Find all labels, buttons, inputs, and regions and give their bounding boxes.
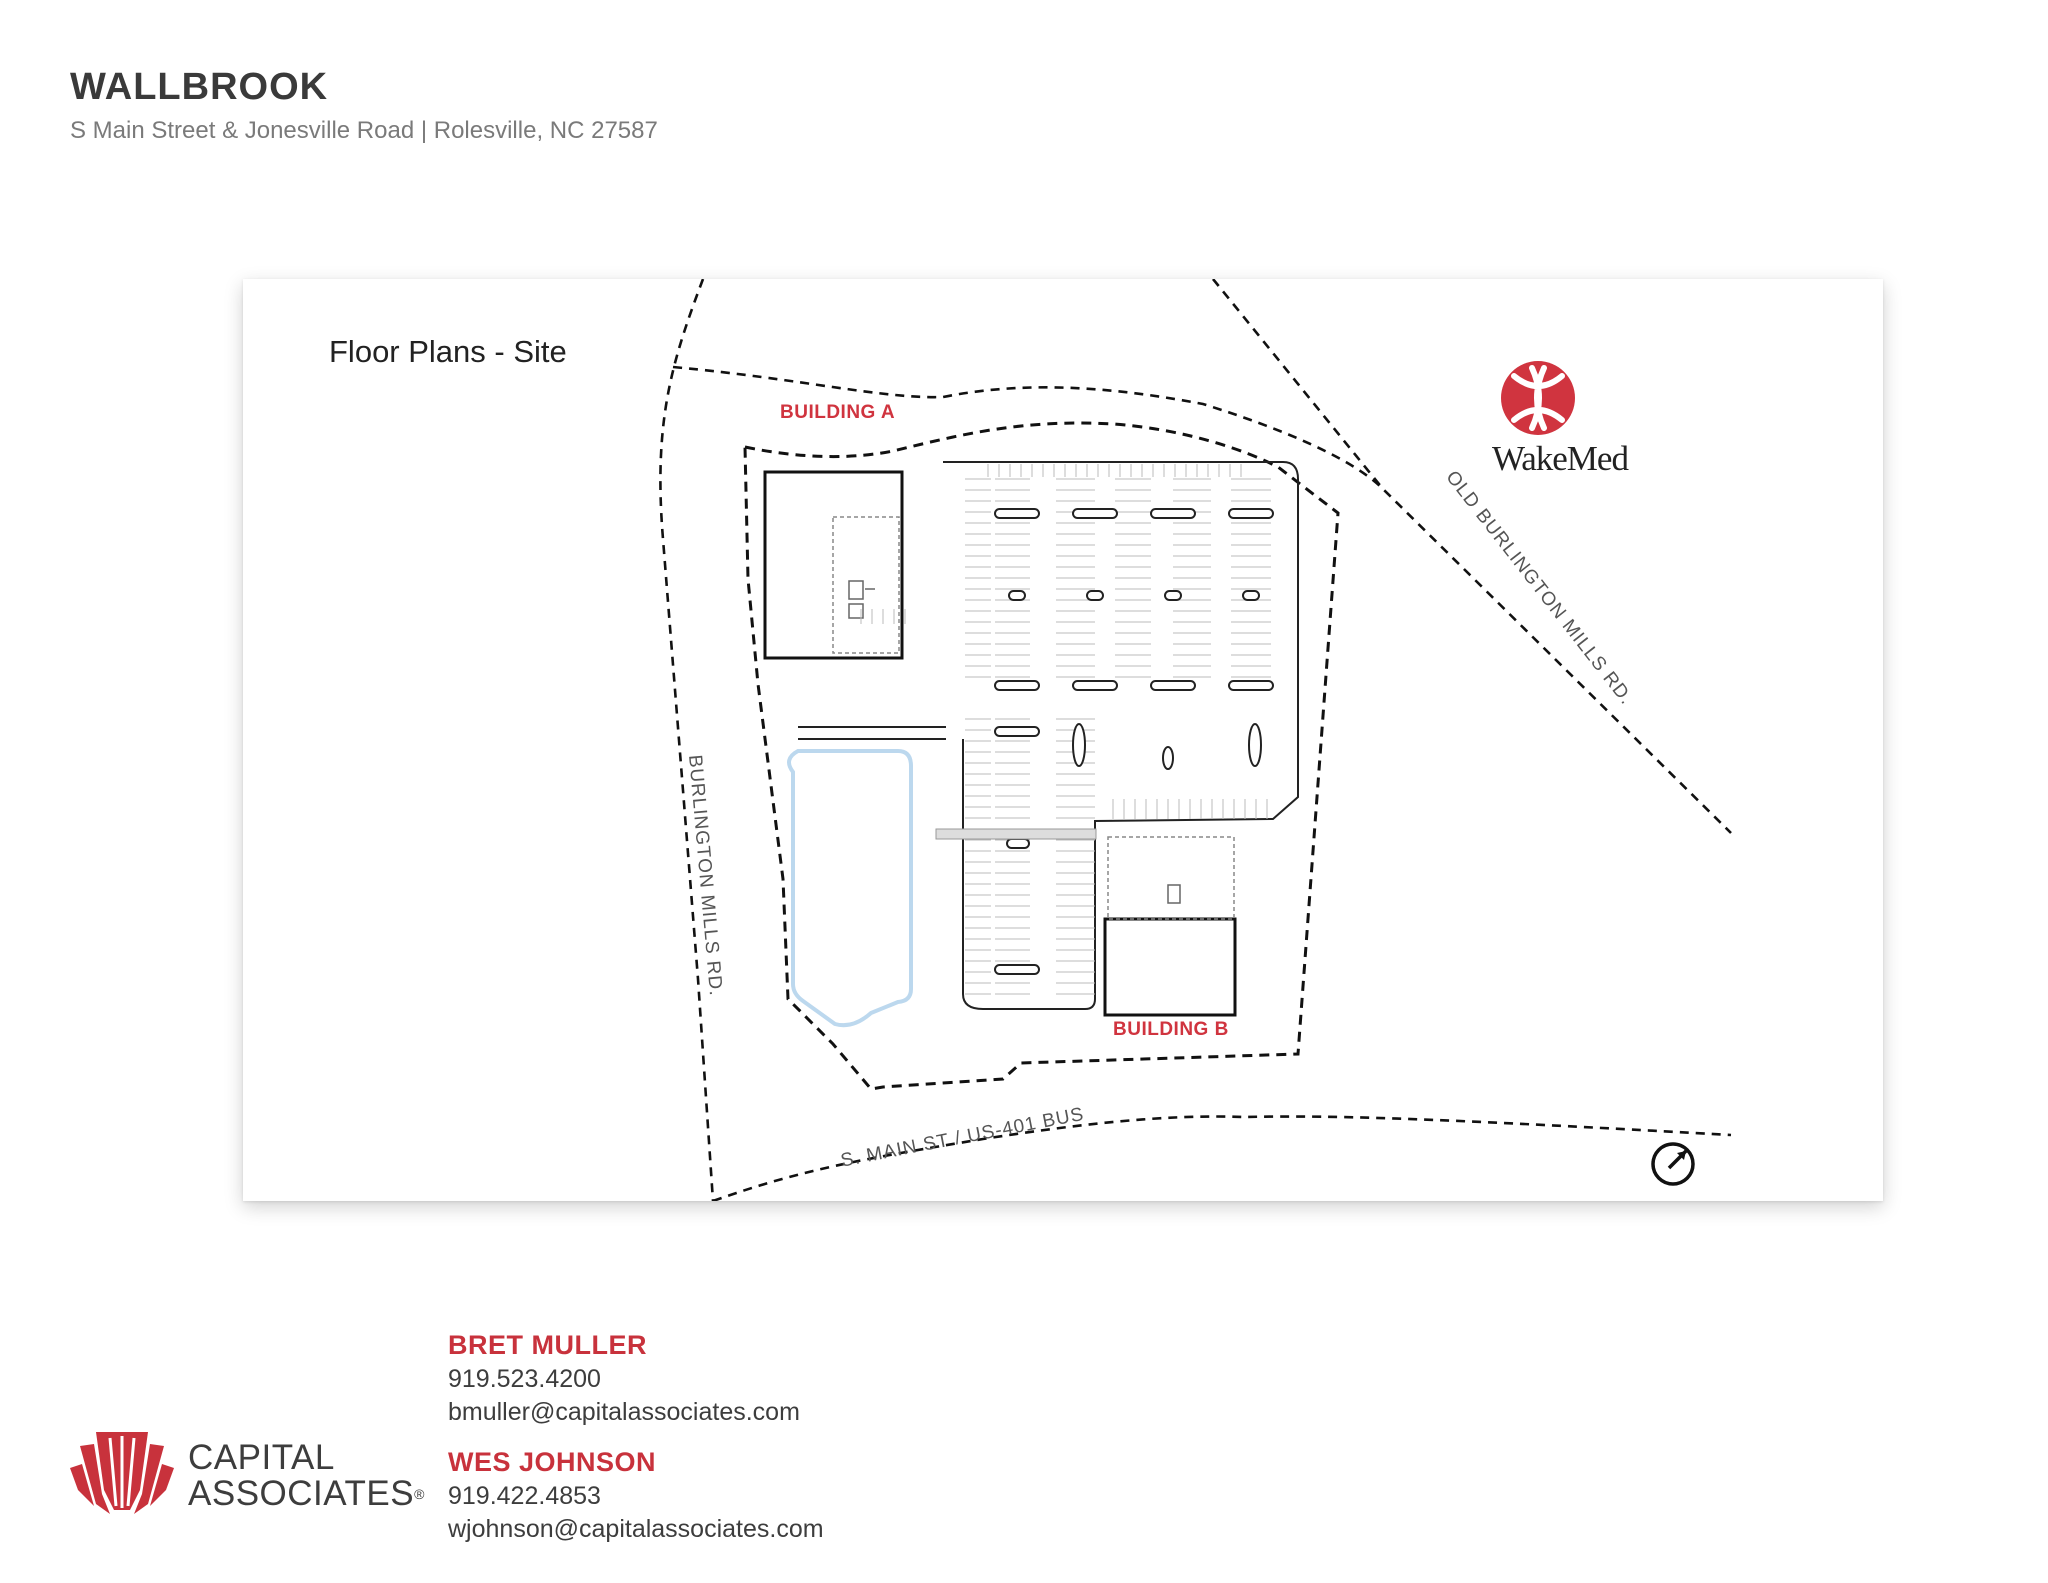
contact-phone[interactable]: 919.523.4200 xyxy=(448,1365,601,1393)
road-west-line xyxy=(659,279,715,1201)
company-name-line1: CAPITAL xyxy=(188,1438,335,1477)
contact-name: BRET MULLER xyxy=(448,1330,647,1360)
capital-associates-logo-icon xyxy=(70,1432,174,1514)
property-title: WALLBROOK xyxy=(70,66,329,108)
company-name: CAPITAL ASSOCIATES® xyxy=(188,1440,425,1512)
contact-email[interactable]: bmuller@capitalassociates.com xyxy=(448,1398,800,1426)
site-plan-drawing xyxy=(659,279,1732,1201)
site-plan-card: Floor Plans - Site BUILDING A BUILDING B… xyxy=(243,279,1883,1201)
building-a-footprint xyxy=(763,470,904,660)
road-north-line xyxy=(672,365,1384,490)
map-heading: Floor Plans - Site xyxy=(329,334,567,369)
wakemed-logo-icon xyxy=(1501,361,1575,435)
retention-pond xyxy=(787,749,913,1028)
building-a-label: BUILDING A xyxy=(780,402,896,423)
contact-card-1: BRET MULLER 919.523.4200 bmuller@capital… xyxy=(448,1330,800,1427)
contact-card-2: WES JOHNSON 919.422.4853 wjohnson@capita… xyxy=(448,1447,824,1544)
wakemed-wordmark: WakeMed xyxy=(1492,439,1629,478)
site-boundary xyxy=(743,421,1340,1091)
road-south-line xyxy=(712,1115,1732,1201)
road-northeast-line xyxy=(1211,279,1732,834)
building-b-footprint xyxy=(1103,917,1237,1017)
north-arrow-icon xyxy=(1651,1142,1695,1186)
contact-phone[interactable]: 919.422.4853 xyxy=(448,1482,601,1510)
property-address: S Main Street & Jonesville Road | Rolesv… xyxy=(70,117,658,144)
registered-mark: ® xyxy=(414,1486,425,1502)
contact-email[interactable]: wjohnson@capitalassociates.com xyxy=(448,1515,824,1543)
contact-name: WES JOHNSON xyxy=(448,1447,657,1477)
building-b-label: BUILDING B xyxy=(1113,1019,1229,1040)
company-name-line2: ASSOCIATES xyxy=(188,1474,415,1513)
